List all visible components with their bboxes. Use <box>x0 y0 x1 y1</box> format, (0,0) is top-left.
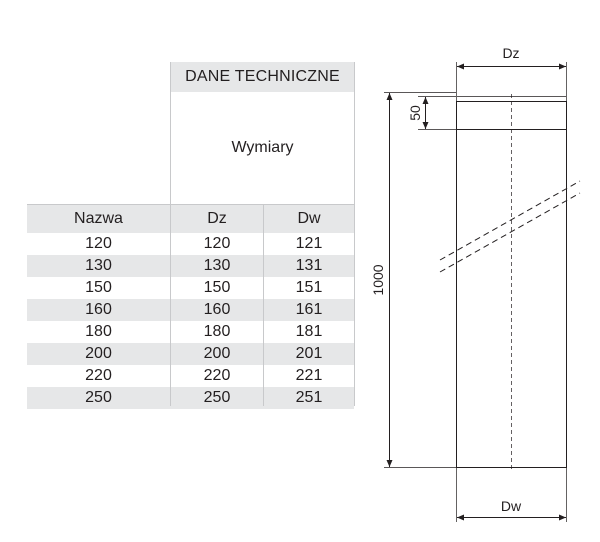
table-row: 120 120 121 <box>27 233 354 255</box>
cell-nazwa: 180 <box>85 323 112 340</box>
cell-dw: 131 <box>295 257 323 274</box>
cell-nazwa: 160 <box>85 301 112 318</box>
cell-dz: 120 <box>203 235 231 252</box>
column-header-dz: Dz <box>207 210 227 227</box>
cell-dw: 201 <box>295 345 323 362</box>
cell-dz: 160 <box>203 301 231 318</box>
dz-dimension-label: Dz <box>502 45 519 61</box>
column-header-dw: Dw <box>297 210 321 227</box>
dimensions-group-label: Wymiary <box>231 139 294 156</box>
table-divider-left <box>170 62 171 406</box>
cell-dw: 221 <box>295 367 323 384</box>
cell-dz: 200 <box>203 345 231 362</box>
dw-dimension-label: Dw <box>501 498 522 514</box>
table-row: 150 150 151 <box>27 277 354 299</box>
cell-dw: 251 <box>295 389 323 406</box>
length-dimension-label: 1000 <box>370 264 386 295</box>
cell-dz: 220 <box>203 367 231 384</box>
cell-dw: 161 <box>295 301 323 318</box>
table-row: 160 160 161 <box>27 299 354 321</box>
cell-dz: 130 <box>203 257 231 274</box>
break-line-lower <box>439 192 581 273</box>
table-row: 200 200 201 <box>27 343 354 365</box>
cell-nazwa: 250 <box>85 389 112 406</box>
cell-nazwa: 200 <box>85 345 112 362</box>
table-row: 180 180 181 <box>27 321 354 343</box>
cell-dz: 180 <box>203 323 231 340</box>
cell-nazwa: 150 <box>85 279 112 296</box>
cell-dz: 250 <box>203 389 231 406</box>
cell-nazwa: 120 <box>85 235 112 252</box>
table-divider-middle <box>263 204 264 406</box>
table-row: 220 220 221 <box>27 365 354 387</box>
cell-dz: 150 <box>203 279 231 296</box>
cell-nazwa: 130 <box>85 257 112 274</box>
cell-nazwa: 220 <box>85 367 112 384</box>
table-divider-right <box>354 62 355 406</box>
cell-dw: 121 <box>295 235 323 252</box>
cell-dw: 151 <box>295 279 323 296</box>
column-header-row: Nazwa Dz Dw <box>27 204 354 233</box>
table-title: DANE TECHNICZNE <box>171 62 354 92</box>
table-row: 130 130 131 <box>27 255 354 277</box>
break-line-upper <box>439 180 581 261</box>
column-header-nazwa: Nazwa <box>74 210 123 227</box>
table-row: 250 250 251 <box>27 387 354 409</box>
cell-dw: 181 <box>295 323 323 340</box>
collar-dimension-label: 50 <box>407 105 423 121</box>
